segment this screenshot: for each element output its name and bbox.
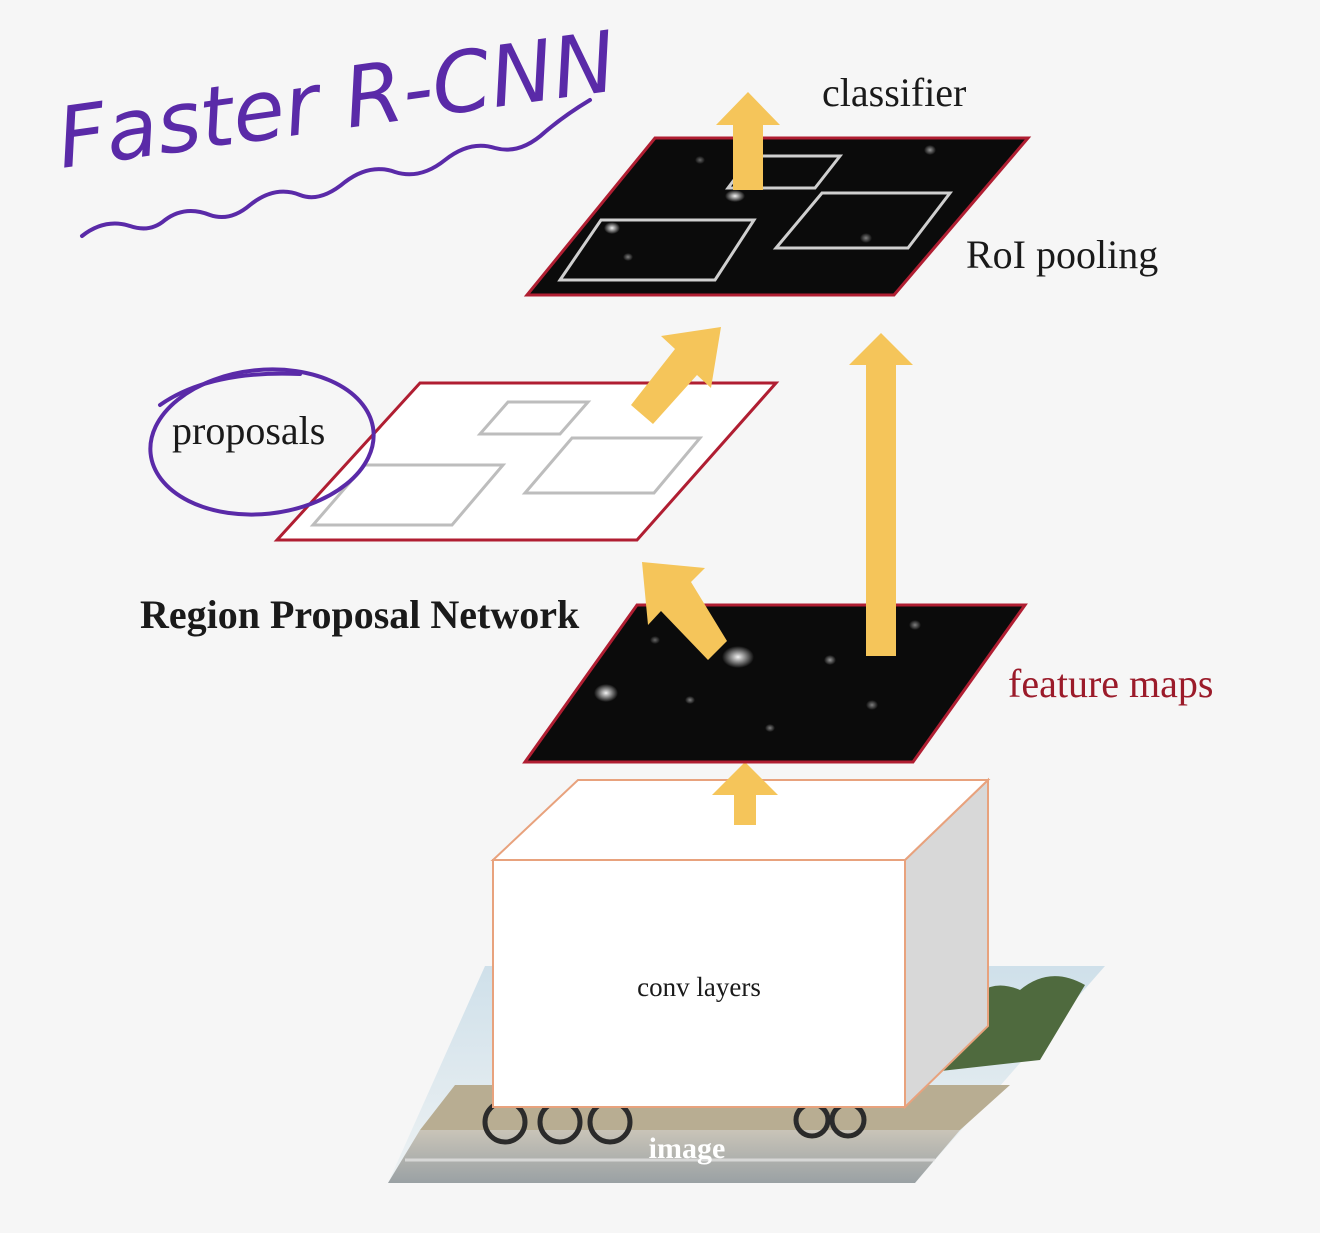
image-label: image	[649, 1132, 726, 1165]
arrow-feature-maps-to-roi-pooling	[849, 333, 913, 656]
proposals-label: proposals	[172, 408, 325, 453]
handwritten-circle-around-proposals	[148, 367, 376, 517]
arrow-conv-to-feature-maps	[712, 762, 778, 825]
conv-layers-label: conv layers	[637, 972, 761, 1002]
feature-maps-label: feature maps	[1008, 661, 1213, 706]
arrow-roi-to-classifier	[716, 92, 780, 190]
classifier-label: classifier	[822, 70, 966, 115]
proposals-plane	[273, 381, 780, 542]
proposal-boxes	[309, 400, 704, 527]
handwritten-circle-overstroke	[158, 371, 302, 407]
roi-pooling-label: RoI pooling	[966, 232, 1158, 277]
arrow-proposals-to-roi-pooling	[631, 327, 721, 424]
road-region	[388, 1130, 960, 1183]
feature-maps-plane	[522, 603, 1028, 764]
conv-layers-box: conv layers	[490, 777, 991, 1110]
roi-pooling-plane	[523, 136, 1032, 297]
region-proposal-network-label: Region Proposal Network	[140, 592, 580, 637]
handwritten-underline	[80, 98, 592, 238]
arrow-feature-maps-to-rpn	[642, 562, 727, 660]
handwritten-title: Faster R-CNN	[51, 12, 622, 187]
